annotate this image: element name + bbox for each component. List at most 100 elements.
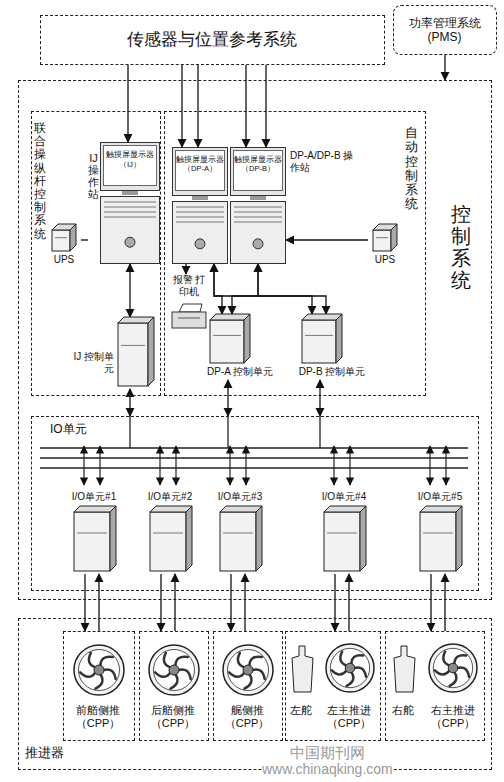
propeller-blade	[454, 655, 466, 664]
propeller-blade	[435, 670, 450, 674]
cabinet-front	[220, 512, 256, 571]
node-label: DP-A 控制单元	[198, 366, 282, 378]
console-panel-line	[176, 217, 224, 218]
system-box: 功率管理系统 (PMS)	[393, 5, 497, 55]
cabinet-side	[186, 506, 192, 571]
io-cabinet: I/O单元#5	[410, 490, 473, 574]
connector	[160, 574, 161, 631]
thruster-box: 后艏侧推 （CPP）	[139, 631, 209, 741]
propeller-blade	[155, 672, 170, 676]
propeller-blade	[450, 672, 457, 686]
connector	[444, 574, 445, 631]
propeller-blade	[164, 653, 170, 668]
console-speaker	[125, 237, 135, 247]
io-cabinet: I/O单元#1	[64, 490, 127, 574]
illustration	[210, 490, 270, 574]
bus-drop-arrow	[349, 446, 350, 485]
node-label: 触摸屏显示器 （DP-B）	[233, 155, 283, 173]
connector	[230, 574, 231, 631]
propeller-blade	[457, 667, 469, 676]
node-label: 左主推进 （CPP）	[320, 704, 378, 730]
thruster-duct	[74, 645, 124, 695]
console-panel-line	[234, 217, 282, 218]
cabinet-top	[420, 506, 462, 512]
propeller-blade	[443, 652, 449, 666]
cabinet-top	[302, 314, 342, 320]
alarm-printer: 报警 打印机	[168, 274, 213, 332]
monitor-frame	[231, 148, 286, 196]
ups-unit: UPS	[368, 224, 405, 268]
thruster-box: 艉侧推 （CPP）	[213, 631, 283, 741]
cabinet-door-line	[213, 335, 241, 336]
connector	[334, 574, 335, 631]
connector	[127, 65, 128, 142]
propeller-hub	[94, 665, 104, 675]
printer-body	[172, 312, 206, 328]
connector	[185, 264, 186, 274]
vertical-label: IJ操作站	[88, 152, 99, 200]
bus-drop-arrow	[175, 446, 176, 485]
connector	[245, 65, 246, 147]
printer-paper	[179, 304, 202, 312]
node-label: 触摸屏显示器 （IJ）	[103, 150, 157, 169]
propeller-blade	[179, 669, 191, 679]
propeller-blade	[89, 653, 95, 668]
node-label: 功率管理系统 (PMS)	[396, 16, 493, 45]
node-label: I/O单元#2	[140, 491, 200, 503]
cabinet-front	[150, 512, 186, 571]
propeller-blade	[104, 669, 116, 679]
cabinet-front	[302, 320, 336, 363]
illustration	[410, 490, 470, 574]
vertical-label: 控制系统	[451, 203, 471, 291]
propeller-blade	[253, 669, 265, 679]
bus-drop-arrow	[229, 446, 230, 485]
operator-station: 触摸屏显示器 （DP-A）	[172, 147, 228, 264]
connector	[227, 380, 228, 416]
cabinet-door-line	[77, 533, 107, 534]
bus-drop-arrow	[159, 446, 160, 485]
console-panel-line	[104, 207, 156, 208]
bus-drop-arrow	[83, 446, 84, 485]
bus-drop-arrow	[429, 446, 430, 485]
connector	[98, 574, 99, 631]
connector	[265, 65, 266, 147]
cabinet-door-line	[423, 533, 453, 534]
cabinet-door-line	[305, 335, 333, 336]
bus-stub	[129, 416, 130, 448]
connector	[129, 264, 130, 317]
io-cabinet: I/O单元#4	[314, 490, 377, 574]
cabinet-side	[360, 506, 366, 571]
cabinet-side	[244, 314, 250, 363]
monitor-screen	[176, 151, 225, 191]
console-body	[231, 202, 286, 264]
console-body	[101, 197, 160, 264]
connector	[348, 574, 349, 631]
propeller-blade	[340, 652, 346, 666]
io-cabinet: I/O单元#2	[140, 490, 203, 574]
propeller-blade	[332, 670, 347, 674]
illustration	[64, 490, 124, 574]
thruster-box: 右舵右主推进 （CPP）	[385, 631, 485, 741]
bus-line	[40, 467, 468, 468]
cabinet-door-line	[55, 237, 67, 238]
propeller-blade	[175, 657, 187, 666]
cabinet-side	[391, 224, 397, 251]
cabinet-top	[74, 506, 116, 512]
cabinet-front	[74, 512, 110, 571]
group-box: IO单元I/O单元#1I/O单元#2I/O单元#3I/O单元#4I/O单元#5	[31, 416, 479, 591]
cabinet-front	[420, 512, 456, 571]
monitor-stand	[192, 196, 208, 200]
group-box: 控制系统联合操纵杆控制系统IJ操作站触摸屏显示器 （IJ）UPSIJ 控制单元自…	[18, 80, 492, 600]
node-label: 报警 打印机	[168, 274, 210, 298]
cabinet-door-line	[223, 533, 253, 534]
connector	[286, 239, 368, 240]
group-box: 推进器前艏侧推 （CPP）后艏侧推 （CPP）艉侧推 （CPP）左舵左主推进 （…	[18, 618, 492, 770]
node-label: 右主推进 （CPP）	[423, 704, 483, 730]
thruster-duct	[326, 644, 374, 692]
control-cabinet: DP-A 控制单元	[198, 314, 285, 380]
connector	[129, 389, 130, 416]
node-label: 后艏侧推 （CPP）	[140, 704, 206, 730]
thruster-ring	[433, 648, 472, 687]
connector	[244, 574, 245, 631]
propeller-blade	[100, 657, 112, 666]
